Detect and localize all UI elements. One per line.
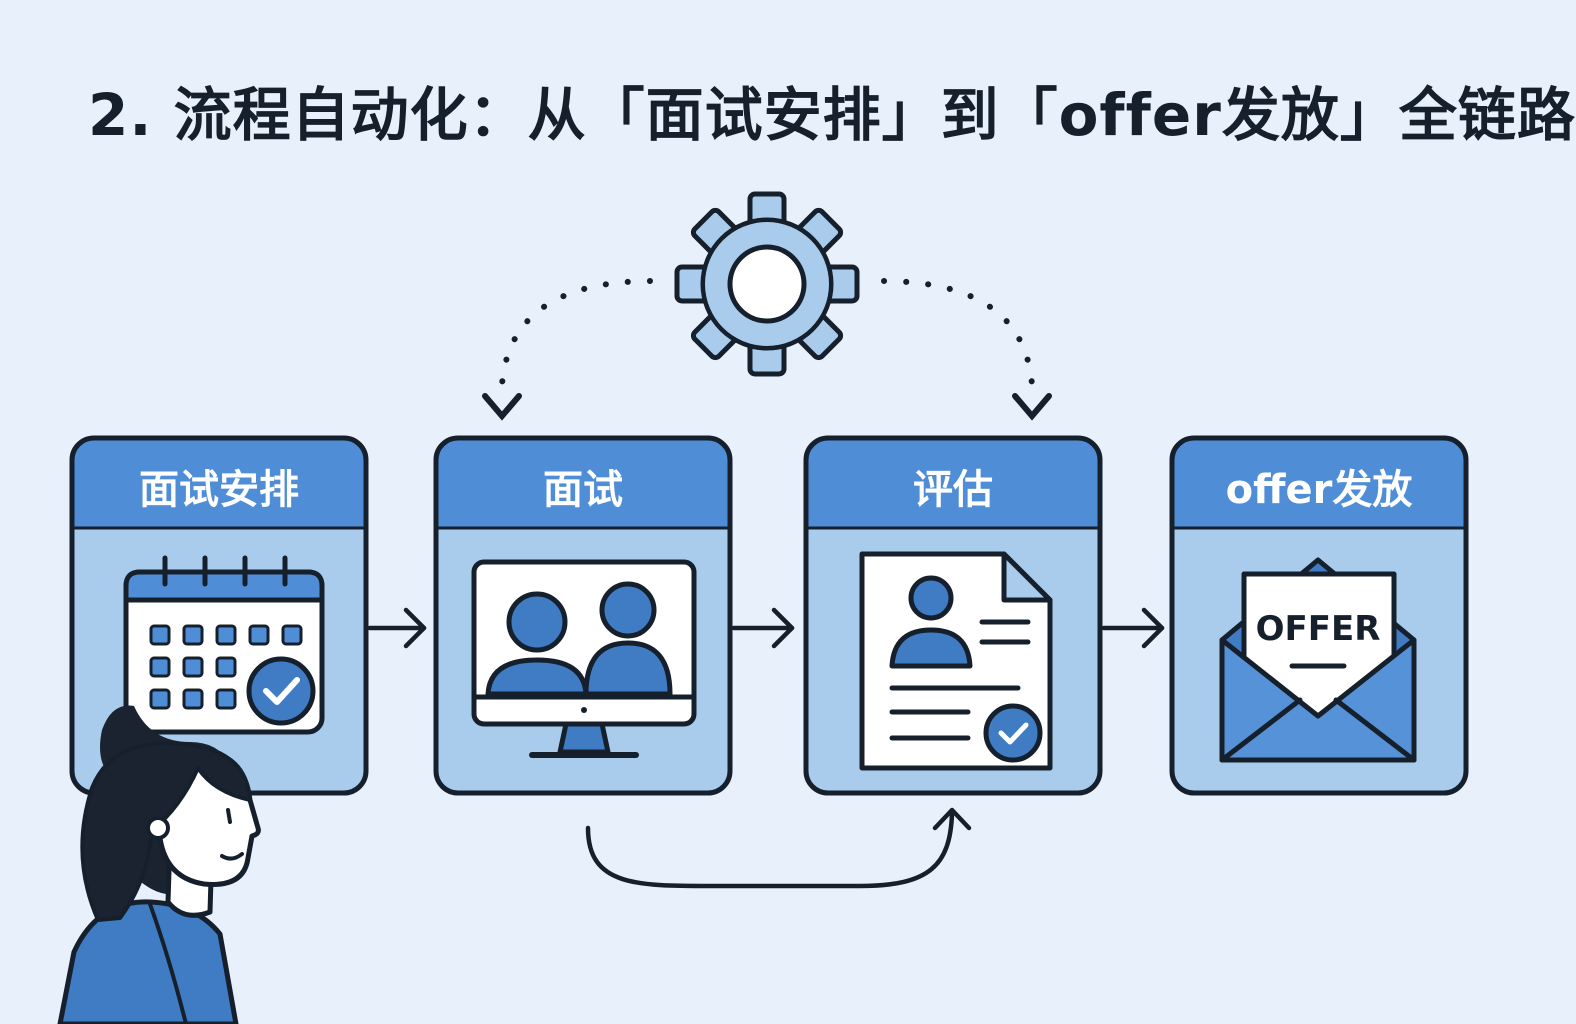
gear-icon [674, 191, 860, 377]
bypass-arrow [585, 807, 972, 889]
offer-letter-text: OFFER [1256, 609, 1381, 649]
stage-label: 面试 [543, 467, 623, 513]
calendar-check-icon [123, 555, 325, 735]
video-interview-icon [471, 559, 697, 758]
stage-label: 面试安排 [139, 467, 299, 513]
stage-label: 评估 [913, 467, 993, 513]
flow-arrows [367, 607, 1165, 649]
dotted-loop-arrows [482, 278, 1052, 421]
offer-envelope-icon: OFFER [1219, 557, 1417, 763]
page-title: 2. 流程自动化：从「面试安排」到「offer发放」全链路 [88, 81, 1576, 149]
evaluation-document-icon [859, 551, 1053, 771]
stage-label: offer发放 [1226, 467, 1413, 513]
woman-illustration [57, 705, 261, 1024]
